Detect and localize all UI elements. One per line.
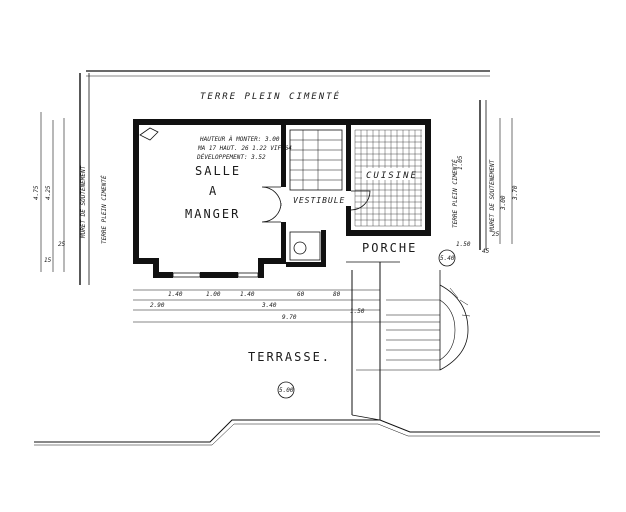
salle-note-2: MA 17 HAUT. 26 1.22 VIF.64 [197,145,292,152]
left-25-dim: 25 [58,241,66,248]
vestibule-label: VESTIBULE [293,196,345,205]
level-marker-2 [277,381,295,399]
salle-note-1: HAUTEUR À MONTER: 3.00 [199,136,280,143]
terre-right-label: TERRE PLEIN CIMENTÉ [451,159,459,228]
door-swing-salle-2 [261,202,282,223]
cuisine-label-bg [362,168,412,180]
dim-140-a: 1.40 [168,291,183,298]
left-15-dim: 15 [44,257,52,264]
dim-150: 1.50 [350,308,365,315]
salle-note-3: DÉVELOPPEMENT: 3.52 [196,153,266,161]
cuisine-label: CUISINE [366,171,418,181]
salle-label-2: A [209,184,218,198]
level-marker-1 [438,249,456,267]
right-25-dim: 25 [492,231,500,238]
door-swing-cuisine [350,190,371,211]
windows [172,119,421,278]
terre-top-label: TERRE PLEIN CIMENTÉ [200,90,341,102]
right-300-dim: 3.00 [500,195,507,211]
muret-right-label: MURET DE SOUTENEMENT [489,159,496,233]
dim-100: 1.00 [206,291,221,298]
right-150-dim: 1.50 [456,241,471,248]
salle-label-1: SALLE [195,164,241,178]
dim-80: 80 [333,291,341,298]
right-105-dim: 1.05 [457,155,464,170]
dim-140-b: 1.40 [240,291,255,298]
exterior-steps [351,262,471,420]
terrasse-label: TERRASSE. [248,350,331,364]
level-2-label: 5.00 [279,387,294,394]
dim-970: 9.70 [282,314,297,321]
door-swing-salle-1 [261,186,282,207]
left-depth-a-dim: 4.75 [33,185,40,200]
left-depth-b-dim: 4.25 [45,185,52,200]
terrace-boundary [34,414,600,446]
right-45-dim: 45 [482,248,490,255]
terre-left-label: TERRE PLEIN CIMENTÉ [100,175,108,244]
dim-340: 3.40 [261,302,277,309]
right-370-dim: 3.70 [512,185,519,201]
corner-fireplace [139,127,159,141]
stair-circle [293,241,307,255]
dim-60: 60 [297,291,305,298]
dim-290: 2.90 [150,302,165,309]
salle-label-3: MANGER [185,207,240,221]
small-stair-box [289,231,321,261]
level-1-label: 5.40 [440,255,455,262]
staircase-stairs [289,129,343,191]
building-walls [133,119,431,278]
muret-left-label: MURET DE SOUTENEMENT [80,165,87,239]
porche-label: PORCHE [362,241,417,255]
